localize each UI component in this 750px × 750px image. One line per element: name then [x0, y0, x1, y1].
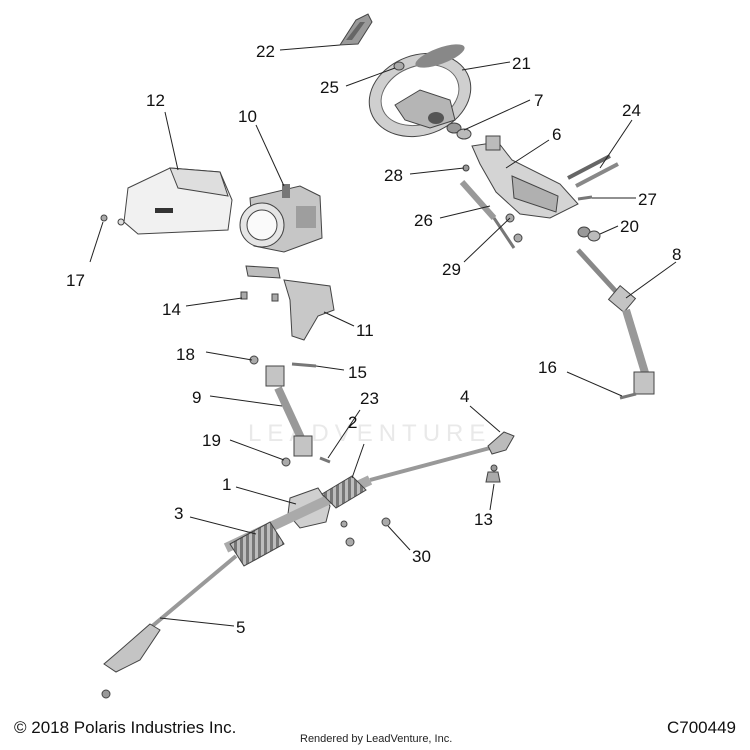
callout-20: 20 — [620, 217, 639, 236]
callout-18: 18 — [176, 345, 195, 364]
callout-28: 28 — [384, 166, 403, 185]
part-26-gas-strut — [459, 180, 516, 249]
part-24-long-bolts — [567, 154, 619, 188]
part-27-screw — [577, 195, 593, 201]
callout-21: 21 — [512, 54, 531, 73]
callout-17: 17 — [66, 271, 85, 290]
callout-14: 14 — [162, 300, 181, 319]
part-9-lower-shaft — [265, 365, 313, 457]
callout-9: 9 — [192, 388, 201, 407]
part-30-nuts — [340, 517, 391, 547]
part-23-bolt — [319, 456, 331, 464]
callout-15: 15 — [348, 363, 367, 382]
callout-24: 24 — [622, 101, 641, 120]
part-21-steering-wheel — [368, 44, 472, 138]
diagram-code: C700449 — [666, 718, 736, 737]
callout-2: 2 — [348, 413, 357, 432]
callout-13: 13 — [474, 510, 493, 529]
callout-22: 22 — [256, 42, 275, 61]
part-17-screw — [100, 214, 125, 226]
callout-23: 23 — [360, 389, 379, 408]
rendered-by-text: Rendered by LeadVenture, Inc. — [300, 733, 453, 745]
leader-lines — [89, 44, 677, 627]
callout-19: 19 — [202, 431, 221, 450]
callout-4: 4 — [460, 387, 469, 406]
callout-1: 1 — [222, 475, 231, 494]
callout-30: 30 — [412, 547, 431, 566]
leadventure-watermark: LEADVENTURE — [248, 420, 492, 447]
part-25-nut — [393, 61, 405, 71]
part-4-right-tie-rod — [369, 431, 515, 482]
part-11-mount-bracket — [245, 265, 335, 341]
callout-3: 3 — [174, 504, 183, 523]
callout-27: 27 — [638, 190, 657, 209]
part-22-trim-cover — [339, 13, 373, 46]
part-12-column-cover — [123, 167, 233, 235]
callout-5: 5 — [236, 618, 245, 637]
copyright-text: © 2018 Polaris Industries Inc. — [14, 718, 237, 737]
callout-16: 16 — [538, 358, 557, 377]
part-6-column-support — [471, 135, 579, 219]
part-8-upper-shaft — [576, 248, 655, 395]
part-5-left-tie-rod — [101, 554, 238, 699]
callout-11: 11 — [356, 321, 374, 340]
callout-26: 26 — [414, 211, 433, 230]
callout-29: 29 — [442, 260, 461, 279]
part-15-bolt — [291, 362, 317, 368]
callout-25: 25 — [320, 78, 339, 97]
part-14-bolts — [240, 291, 279, 302]
callout-6: 6 — [552, 125, 561, 144]
callout-10: 10 — [238, 107, 257, 126]
part-20-washers — [577, 226, 601, 242]
part-16-bolt — [619, 392, 637, 400]
part-2-right-bellows — [321, 475, 367, 509]
callout-12: 12 — [146, 91, 165, 110]
callout-7: 7 — [534, 91, 543, 110]
part-13-nut — [485, 471, 501, 483]
part-3-left-bellows — [229, 521, 285, 567]
callout-labels: 22 25 21 7 12 10 6 24 28 27 26 20 29 8 1… — [66, 42, 681, 637]
callout-8: 8 — [672, 245, 681, 264]
part-7-washers — [446, 122, 472, 140]
part-10-power-steering-unit — [239, 184, 323, 253]
